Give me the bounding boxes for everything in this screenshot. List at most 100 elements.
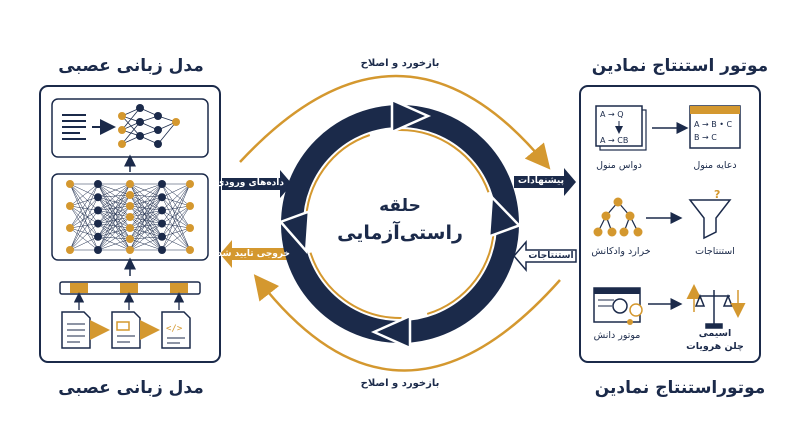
- nn-edge: [129, 205, 163, 237]
- nn-edge: [161, 183, 191, 224]
- nn-edge: [69, 236, 99, 251]
- nn-edge: [129, 216, 163, 224]
- large-neural-net-nodes: [66, 180, 194, 254]
- large-neural-net-edges: [69, 183, 191, 251]
- nn-edge: [97, 194, 131, 211]
- nn-edge: [97, 210, 131, 218]
- nn-edge: [129, 183, 163, 207]
- nn-node: [158, 193, 166, 202]
- nn-node: [126, 246, 134, 254]
- premises-caption: دواس منول: [596, 160, 642, 171]
- nn-edge: [161, 227, 191, 251]
- nn-edge: [97, 194, 131, 251]
- verdict-caption-line1: اسیمی: [698, 328, 732, 339]
- nn-edge: [161, 205, 191, 251]
- nn-node: [158, 246, 166, 254]
- loop-title-line2: راستی‌آزمایی: [337, 222, 463, 244]
- nn-edge: [69, 223, 99, 251]
- nn-edge: [97, 194, 131, 224]
- nn-edge: [129, 183, 163, 196]
- nn-edge: [129, 216, 163, 251]
- nn-edge: [161, 227, 191, 238]
- nn-node: [126, 224, 134, 232]
- nn-edge: [97, 183, 131, 240]
- nn-node: [94, 206, 102, 215]
- nn-edge: [97, 205, 131, 237]
- nn-edge: [161, 183, 191, 237]
- nn-node: [66, 202, 74, 210]
- nn-edge: [161, 210, 191, 229]
- nn-edge: [97, 216, 131, 224]
- input-data-arrow: [222, 170, 292, 198]
- nn-node: [66, 224, 74, 232]
- knowledge-tree-icon: [593, 197, 643, 237]
- knowledge-engine-caption: موتور دانش: [593, 330, 641, 341]
- nn-edge: [69, 205, 99, 224]
- nn-node: [158, 180, 166, 188]
- nn-edge: [129, 205, 163, 224]
- loop-chevrons: [278, 98, 522, 350]
- nn-edge: [129, 183, 163, 229]
- nn-edge: [69, 223, 99, 229]
- nn-node: [66, 180, 74, 188]
- nn-edge: [97, 216, 131, 238]
- nn-edge: [129, 194, 163, 251]
- nn-edge: [129, 194, 163, 237]
- nn-node: [126, 202, 134, 210]
- nn-edge: [161, 183, 191, 211]
- nn-node: [94, 193, 102, 202]
- nn-edge: [97, 183, 131, 224]
- nn-edge: [97, 227, 131, 251]
- right-panel-title-top: موتور استنتاج نمادین: [591, 56, 769, 76]
- svg-text:A → Q: A → Q: [600, 110, 624, 119]
- nn-edge: [129, 210, 163, 240]
- nn-edge: [161, 183, 191, 251]
- document-code-icon: </>: [161, 311, 191, 349]
- nn-edge: [129, 197, 163, 251]
- text-document-icon: [62, 114, 86, 140]
- nn-edge: [97, 197, 131, 229]
- nn-edge: [129, 210, 163, 218]
- nn-edge: [129, 197, 163, 240]
- svg-text:?: ?: [714, 188, 720, 201]
- nn-edge: [97, 183, 131, 237]
- nn-edge: [69, 183, 99, 229]
- claim-card-icon: A → B • C B → C: [689, 105, 741, 149]
- left-panel-title-bottom: مدل زبانی عصبی: [58, 378, 204, 398]
- nn-node: [158, 219, 166, 228]
- nn-edge: [161, 183, 191, 207]
- nn-edge: [129, 183, 163, 218]
- nn-node: [126, 180, 134, 188]
- nn-edge: [161, 205, 191, 224]
- nn-edge: [97, 227, 131, 238]
- nn-edge: [69, 205, 99, 237]
- feedback-label-bottom: بازخورد و اصلاح: [360, 378, 440, 389]
- nn-edge: [129, 210, 163, 251]
- nn-edge: [69, 227, 99, 251]
- nn-edge: [97, 183, 131, 251]
- nn-node: [186, 246, 194, 254]
- nn-edge: [129, 196, 163, 218]
- document-text-icon: [61, 311, 91, 349]
- premises-card-icon: A → Q A → CB: [595, 105, 647, 151]
- funnel-icon: ?: [688, 188, 732, 240]
- nn-edge: [97, 205, 131, 251]
- nn-node: [94, 232, 102, 241]
- nn-edge: [161, 183, 191, 229]
- nn-node: [94, 219, 102, 228]
- nn-edge: [97, 210, 131, 240]
- verified-output-arrow: [220, 240, 288, 268]
- nn-edge: [161, 196, 191, 207]
- nn-node: [186, 180, 194, 188]
- right-panel-title-bottom: موتوراستنتاج نمادین: [594, 378, 766, 398]
- nn-node: [126, 235, 134, 243]
- scale-icon: [686, 284, 746, 329]
- nn-node: [126, 191, 134, 199]
- nn-edge: [69, 205, 99, 251]
- knowledge-engine-icon: [593, 287, 643, 325]
- nn-edge: [97, 194, 131, 237]
- nn-edge: [161, 205, 191, 211]
- nn-node: [94, 246, 102, 254]
- inferences-label: استنتاجات: [528, 251, 574, 261]
